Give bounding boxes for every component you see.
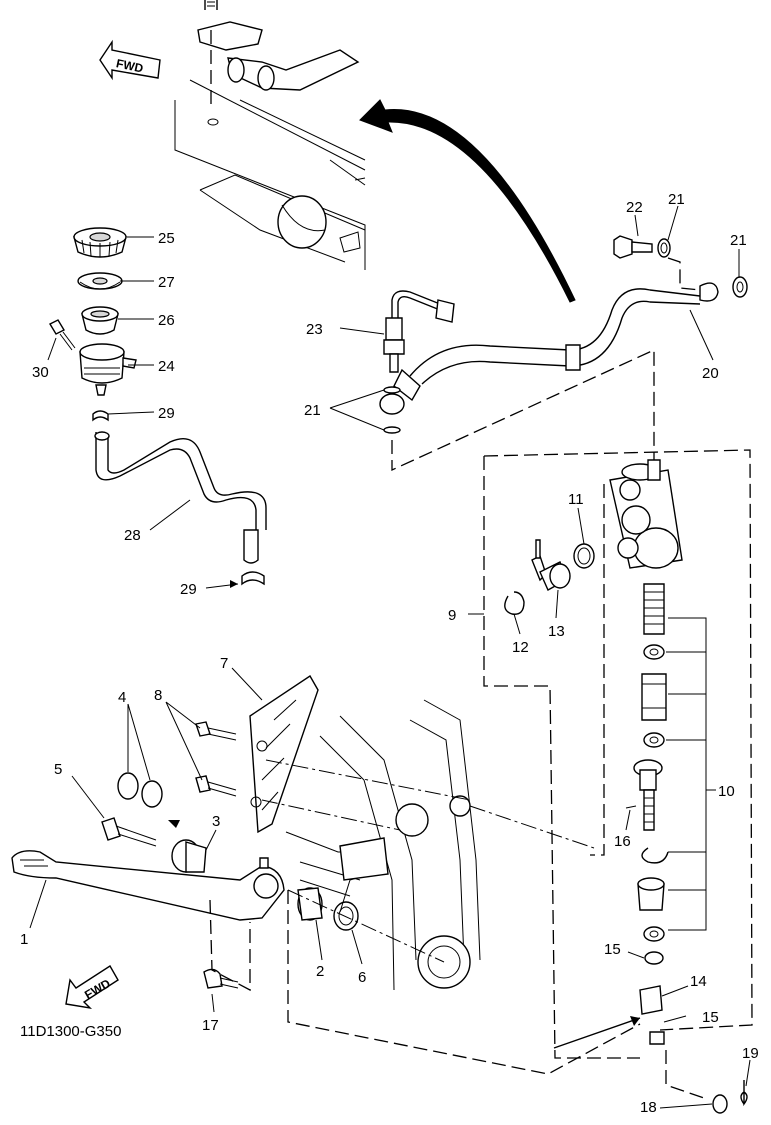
label-part-18: 18	[640, 1099, 657, 1116]
label-part-16: 16	[614, 833, 631, 850]
label-part-29-lower: 29	[180, 581, 197, 598]
fwd-label-top: FWD	[115, 56, 145, 75]
callout-labels: 25 27 26 30 24 29 28 29 23 21 22 21 21 2…	[20, 191, 759, 1116]
label-part-8: 8	[154, 687, 162, 704]
leader-lines	[29, 205, 751, 1109]
label-part-5: 5	[54, 761, 62, 778]
label-part-21-left: 21	[304, 402, 321, 419]
label-part-21-right: 21	[730, 232, 747, 249]
label-part-25: 25	[158, 230, 175, 247]
label-part-23: 23	[306, 321, 323, 338]
label-part-21-top: 21	[668, 191, 685, 208]
fwd-arrow-icon: FWD	[99, 39, 161, 81]
label-part-6: 6	[358, 969, 366, 986]
label-part-7: 7	[220, 655, 228, 672]
label-part-10: 10	[718, 783, 735, 800]
brake-pedal-assembly: FWD	[11, 675, 748, 1114]
drawing-code: 11D1300-G350	[20, 1023, 121, 1040]
label-part-26: 26	[158, 312, 175, 329]
label-part-29-upper: 29	[158, 405, 175, 422]
label-part-27: 27	[158, 274, 175, 291]
label-part-15-upper: 15	[604, 941, 621, 958]
label-part-28: 28	[124, 527, 141, 544]
label-part-2: 2	[316, 963, 324, 980]
label-part-1: 1	[20, 931, 28, 948]
label-part-14: 14	[690, 973, 707, 990]
label-part-4: 4	[118, 689, 126, 706]
label-part-17: 17	[202, 1017, 219, 1034]
master-cylinder-box	[468, 449, 753, 1059]
label-part-22: 22	[626, 199, 643, 216]
label-part-3: 3	[212, 813, 220, 830]
label-part-13: 13	[548, 623, 565, 640]
fwd-arrow-lower-icon: FWD	[65, 965, 119, 1010]
label-part-11: 11	[568, 491, 584, 508]
label-part-30: 30	[32, 364, 49, 381]
label-part-20: 20	[702, 365, 719, 382]
brake-hose-assembly	[379, 235, 748, 472]
label-part-9: 9	[448, 607, 456, 624]
label-part-12: 12	[512, 639, 529, 656]
frame-top-section: FWD	[99, 0, 576, 303]
label-part-24: 24	[158, 358, 175, 375]
label-part-15-lower: 15	[702, 1009, 719, 1026]
curved-arrow-icon	[359, 99, 576, 303]
label-part-19: 19	[742, 1045, 759, 1062]
